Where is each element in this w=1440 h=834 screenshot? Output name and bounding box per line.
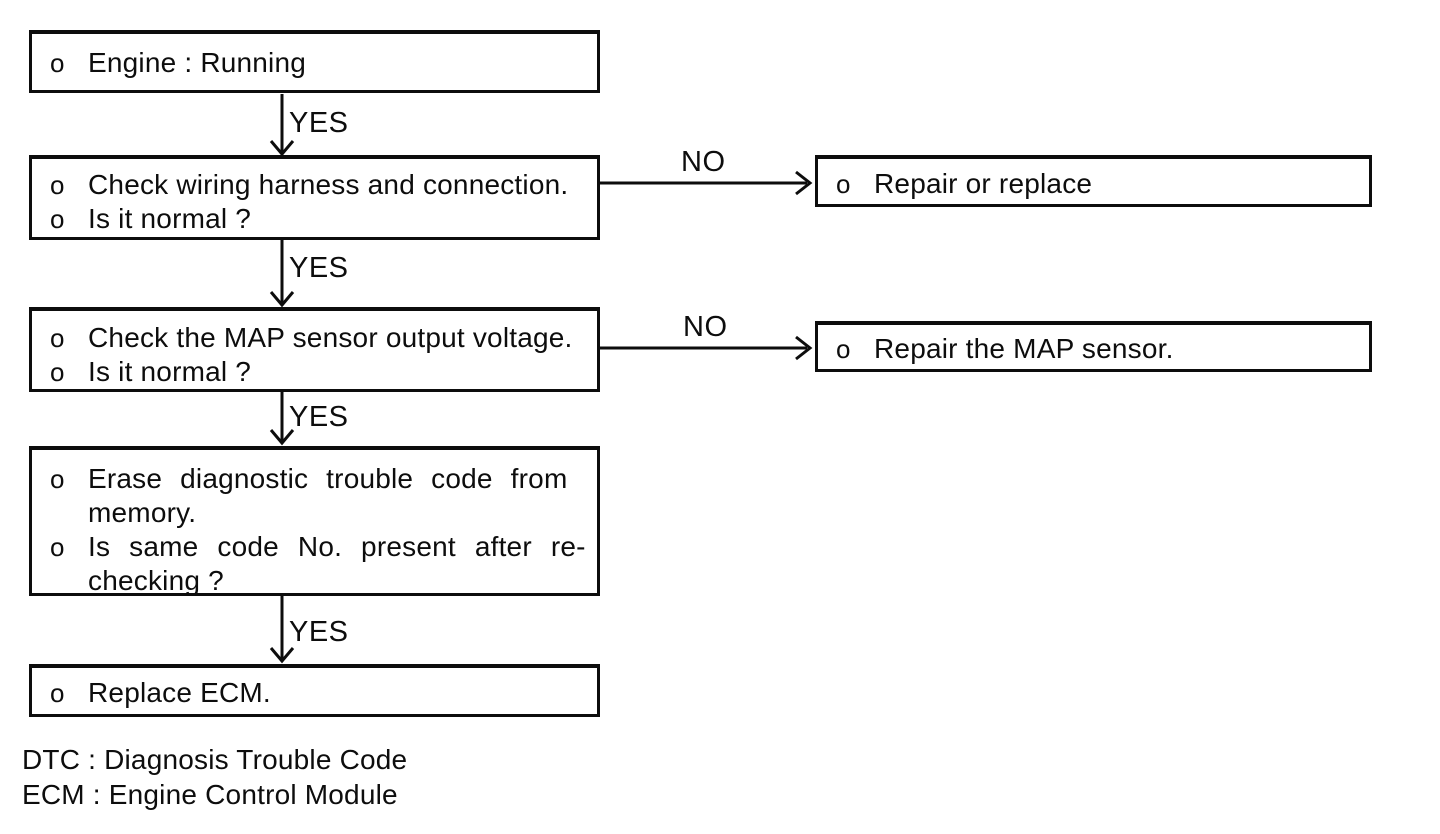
flow-box-check-map-sensor: o Check the MAP sensor output voltage. o… — [29, 307, 600, 392]
box-text: Is it normal ? — [88, 356, 252, 387]
box-text-multiline: Is same code No. present after re- check… — [88, 530, 587, 598]
arrow-map-to-repair — [600, 335, 813, 361]
bullet-marker: o — [50, 170, 65, 200]
arrow-map-to-erase — [269, 392, 295, 446]
box-text: Replace ECM. — [88, 677, 271, 708]
bullet-marker: o — [50, 48, 65, 78]
list-item: o Is it normal ? — [48, 355, 585, 389]
yes-label-1: YES — [289, 107, 349, 139]
list-item: o Check wiring harness and connection. — [48, 168, 585, 202]
bullet-marker: o — [50, 464, 65, 494]
bullet-marker: o — [50, 532, 65, 562]
abbreviation-legend: DTC : Diagnosis Trouble Code ECM : Engin… — [22, 742, 407, 812]
legend-line-dtc: DTC : Diagnosis Trouble Code — [22, 744, 408, 775]
arrow-wiring-to-repair — [600, 170, 813, 196]
yes-label-3: YES — [289, 401, 349, 433]
box-text: memory. — [88, 497, 197, 528]
legend-line-ecm: ECM : Engine Control Module — [22, 779, 398, 810]
box-text: Is it normal ? — [88, 203, 252, 234]
box-text-multiline: Erase diagnostic trouble code from memor… — [88, 462, 587, 530]
arrow-wiring-to-map — [269, 240, 295, 308]
no-label-1: NO — [681, 146, 726, 178]
arrow-engine-to-wiring — [269, 94, 295, 157]
box-text: Erase diagnostic trouble code from — [88, 463, 568, 494]
list-item: o Repair the MAP sensor. — [834, 332, 1357, 366]
yes-label-2: YES — [289, 252, 349, 284]
flow-box-check-wiring: o Check wiring harness and connection. o… — [29, 155, 600, 240]
list-item: o Is it normal ? — [48, 202, 585, 236]
list-item: o Erase diagnostic trouble code from mem… — [48, 462, 587, 530]
box-text: Engine : Running — [88, 47, 307, 78]
box-text: Repair or replace — [874, 168, 1093, 199]
bullet-marker: o — [836, 334, 851, 364]
box-text: checking ? — [88, 565, 224, 596]
box-text: Check wiring harness and connection. — [88, 169, 569, 200]
list-item: o Replace ECM. — [48, 676, 585, 710]
list-item: o Is same code No. present after re- che… — [48, 530, 587, 598]
bullet-marker: o — [50, 204, 65, 234]
bullet-marker: o — [50, 357, 65, 387]
bullet-marker: o — [50, 323, 65, 353]
no-label-2: NO — [683, 311, 728, 343]
flow-box-repair-map-sensor: o Repair the MAP sensor. — [815, 321, 1372, 372]
list-item: o Repair or replace — [834, 167, 1357, 201]
yes-label-4: YES — [289, 616, 349, 648]
bullet-marker: o — [836, 169, 851, 199]
box-text: Repair the MAP sensor. — [874, 333, 1174, 364]
flow-box-replace-ecm: o Replace ECM. — [29, 664, 600, 717]
flow-box-engine-running: o Engine : Running — [29, 30, 600, 93]
box-text: Check the MAP sensor output voltage. — [88, 322, 573, 353]
list-item: o Engine : Running — [48, 46, 585, 80]
box-text: Is same code No. present after re- — [88, 531, 586, 562]
bullet-marker: o — [50, 678, 65, 708]
flow-box-repair-or-replace: o Repair or replace — [815, 155, 1372, 207]
flow-box-erase-dtc: o Erase diagnostic trouble code from mem… — [29, 446, 600, 596]
list-item: o Check the MAP sensor output voltage. — [48, 321, 585, 355]
arrow-erase-to-ecm — [269, 596, 295, 664]
